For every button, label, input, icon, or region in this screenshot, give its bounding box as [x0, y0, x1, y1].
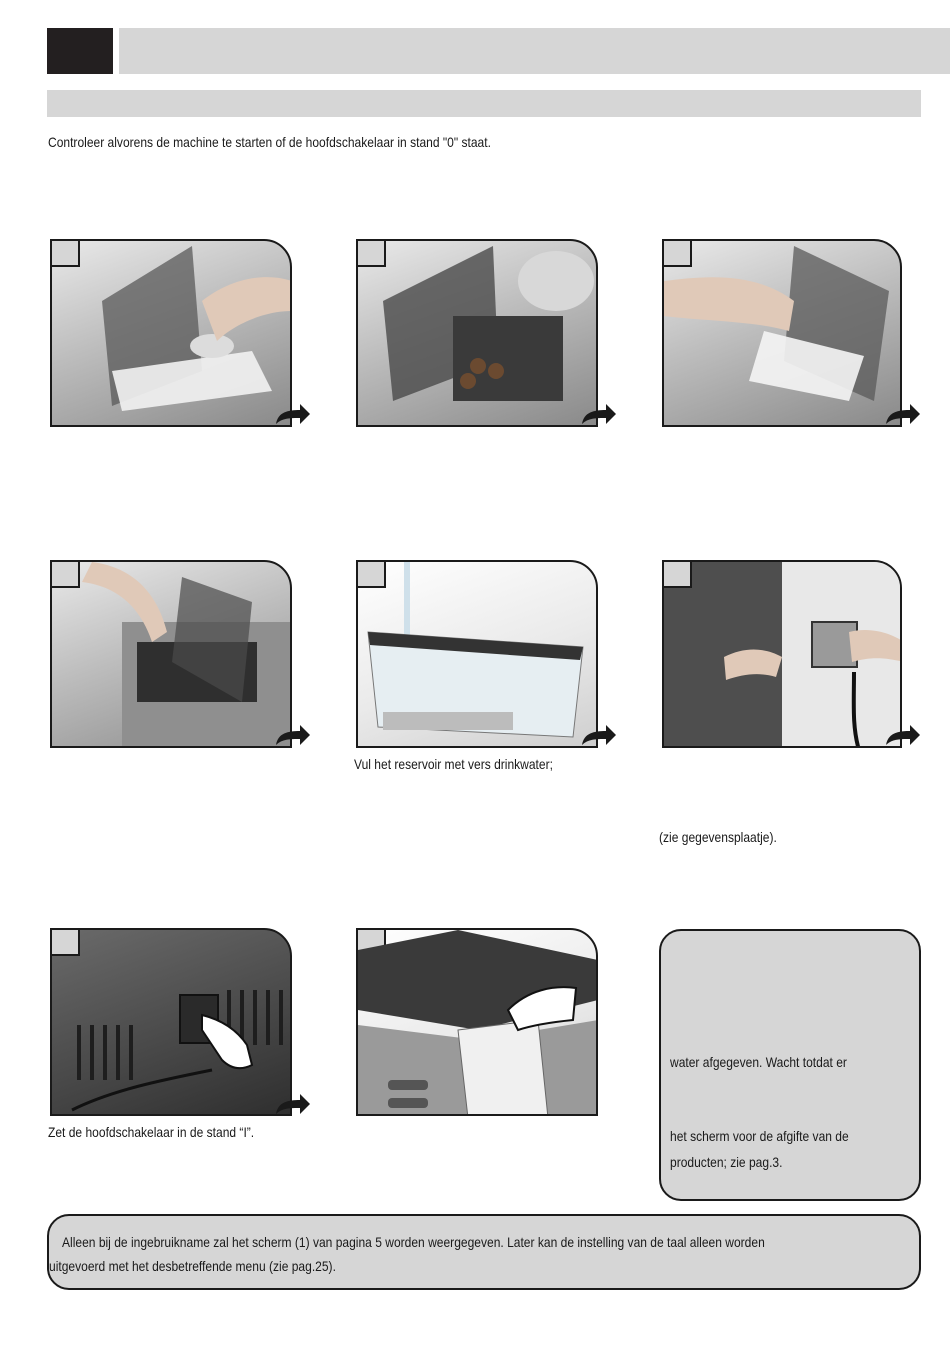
step-4-image: [50, 560, 292, 748]
info-note-line-1: water afgegeven. Wacht totdat er: [670, 1054, 847, 1070]
step-6-image: [662, 560, 902, 748]
bottom-note-line-2: uitgevoerd met het desbetreffende menu (…: [49, 1258, 336, 1274]
bottom-note-line-1: Alleen bij de ingebruikname zal het sche…: [62, 1234, 765, 1250]
step-7-caption: Zet de hoofdschakelaar in de stand “I”.: [48, 1124, 255, 1140]
chapter-title-bar: [119, 28, 950, 74]
water-tank-removal-illustration: [383, 246, 594, 401]
next-arrow-icon: [886, 725, 920, 745]
step-2-number-box: [358, 241, 386, 267]
info-note-box: water afgegeven. Wacht totdat er het sch…: [659, 929, 921, 1201]
step-8-image: [356, 928, 598, 1116]
section-title-bar: [47, 90, 921, 117]
machine-open-lid-illustration: [102, 246, 290, 411]
step-3-image: [662, 239, 902, 427]
step-7-image: [50, 928, 292, 1116]
next-arrow-icon: [582, 725, 616, 745]
intro-text: Controleer alvorens de machine te starte…: [48, 134, 491, 150]
step-4-number-box: [52, 562, 80, 588]
main-switch-illustration: [71, 990, 283, 1112]
step-1-image: [50, 239, 292, 427]
info-note-line-2: het scherm voor de afgifte van de: [670, 1128, 849, 1144]
step-6-caption: (zie gegevensplaatje).: [659, 829, 777, 845]
filter-removal-illustration: [664, 246, 889, 401]
next-arrow-icon: [276, 725, 310, 745]
step-7-number-box: [52, 930, 80, 956]
step-2-image: [356, 239, 598, 427]
step-1-number-box: [52, 241, 80, 267]
next-arrow-icon: [582, 404, 616, 424]
step-3-number-box: [664, 241, 692, 267]
step-5-image: [356, 560, 598, 748]
water-filling-illustration: [367, 562, 584, 738]
tank-lift-illustration: [82, 562, 290, 746]
plug-socket-illustration: [664, 562, 900, 746]
page-number-box: [47, 28, 113, 74]
step-5-caption: Vul het reservoir met vers drinkwater;: [354, 756, 553, 772]
step-6-number-box: [664, 562, 692, 588]
next-arrow-icon: [276, 1094, 310, 1114]
step-5-number-box: [358, 562, 386, 588]
info-note-line-3: producten; zie pag.3.: [670, 1154, 783, 1170]
bottom-note-box: Alleen bij de ingebruikname zal het sche…: [47, 1214, 921, 1290]
next-arrow-icon: [886, 404, 920, 424]
next-arrow-icon: [276, 404, 310, 424]
machine-button-illustration: [358, 930, 596, 1114]
